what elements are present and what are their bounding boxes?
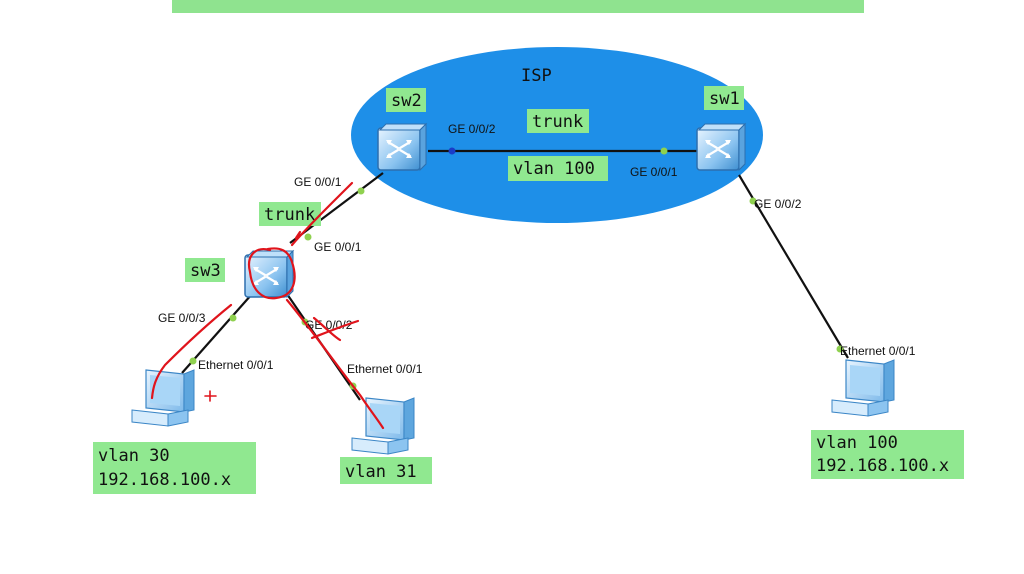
port-label-pc1-eth: Ethernet 0/0/1	[198, 358, 274, 372]
isp-ellipse	[351, 47, 763, 223]
link-sw1-pc3	[738, 174, 849, 359]
port-dot-sw2-ge001	[357, 187, 365, 195]
host-label-pc1: vlan 30 192.168.100.x	[93, 442, 256, 494]
svg-text:192.168.100.x: 192.168.100.x	[816, 456, 949, 476]
port-dot-sw1-ge002	[749, 197, 757, 205]
port-label-pc3-eth: Ethernet 0/0/1	[840, 344, 916, 358]
switch-label-sw1: sw1	[704, 86, 744, 110]
top-banner	[172, 0, 864, 13]
switch-icon[interactable]	[243, 249, 295, 299]
annotation-stroke-pc1	[150, 303, 233, 400]
annotation-stroke-trunk	[290, 181, 354, 247]
trunk-label-sw2-sw3: trunk	[259, 202, 321, 226]
switch-icon[interactable]	[376, 122, 428, 172]
annotation-cross-1	[312, 316, 342, 342]
host-label-pc2: vlan 31	[340, 457, 432, 484]
svg-text:sw2: sw2	[391, 91, 422, 111]
annotation-circle-sw3	[247, 247, 296, 300]
svg-text:trunk: trunk	[264, 205, 315, 225]
isp-label: ISP	[521, 66, 552, 86]
port-dot-sw2-ge002	[448, 147, 456, 155]
annotation-plus	[204, 390, 217, 402]
annotation-cross-2	[310, 319, 360, 340]
port-dot-pc1-eth	[189, 357, 197, 365]
isp-trunk-label: trunk	[527, 109, 589, 133]
pc-icon[interactable]	[131, 369, 195, 427]
port-dots	[189, 147, 844, 390]
red-annotations	[150, 181, 385, 430]
port-label-sw2-ge001: GE 0/0/1	[294, 175, 342, 189]
host-label-pc3: vlan 100 192.168.100.x	[811, 430, 964, 479]
svg-text:trunk: trunk	[532, 112, 583, 132]
svg-text:vlan 100: vlan 100	[816, 433, 898, 453]
port-label-sw3-ge003: GE 0/0/3	[158, 311, 206, 325]
port-dot-sw3-ge003	[229, 314, 237, 322]
port-label-sw1-ge001: GE 0/0/1	[630, 165, 678, 179]
svg-text:vlan 100: vlan 100	[513, 159, 595, 179]
svg-text:sw1: sw1	[709, 89, 740, 109]
port-label-sw2-ge002: GE 0/0/2	[448, 122, 496, 136]
switch-label-sw2: sw2	[386, 88, 426, 112]
switch-label-sw3: sw3	[185, 258, 225, 282]
port-dot-sw3-ge001	[304, 233, 312, 241]
port-label-sw3-ge001: GE 0/0/1	[314, 240, 362, 254]
annotation-stroke-pc2	[285, 298, 385, 430]
pc-icon[interactable]	[831, 359, 895, 417]
port-label-sw1-ge002: GE 0/0/2	[754, 197, 802, 211]
port-dot-pc3-eth	[836, 345, 844, 353]
svg-text:vlan 30: vlan 30	[98, 446, 170, 466]
isp-vlan-label: vlan 100	[508, 156, 608, 181]
svg-text:sw3: sw3	[190, 261, 221, 281]
annotation-tick	[294, 230, 302, 240]
switch-icon[interactable]	[695, 122, 747, 172]
svg-text:vlan 31: vlan 31	[345, 462, 417, 482]
svg-text:192.168.100.x: 192.168.100.x	[98, 470, 231, 490]
port-dot-sw1-ge001	[660, 147, 668, 155]
port-label-pc2-eth: Ethernet 0/0/1	[347, 362, 423, 376]
